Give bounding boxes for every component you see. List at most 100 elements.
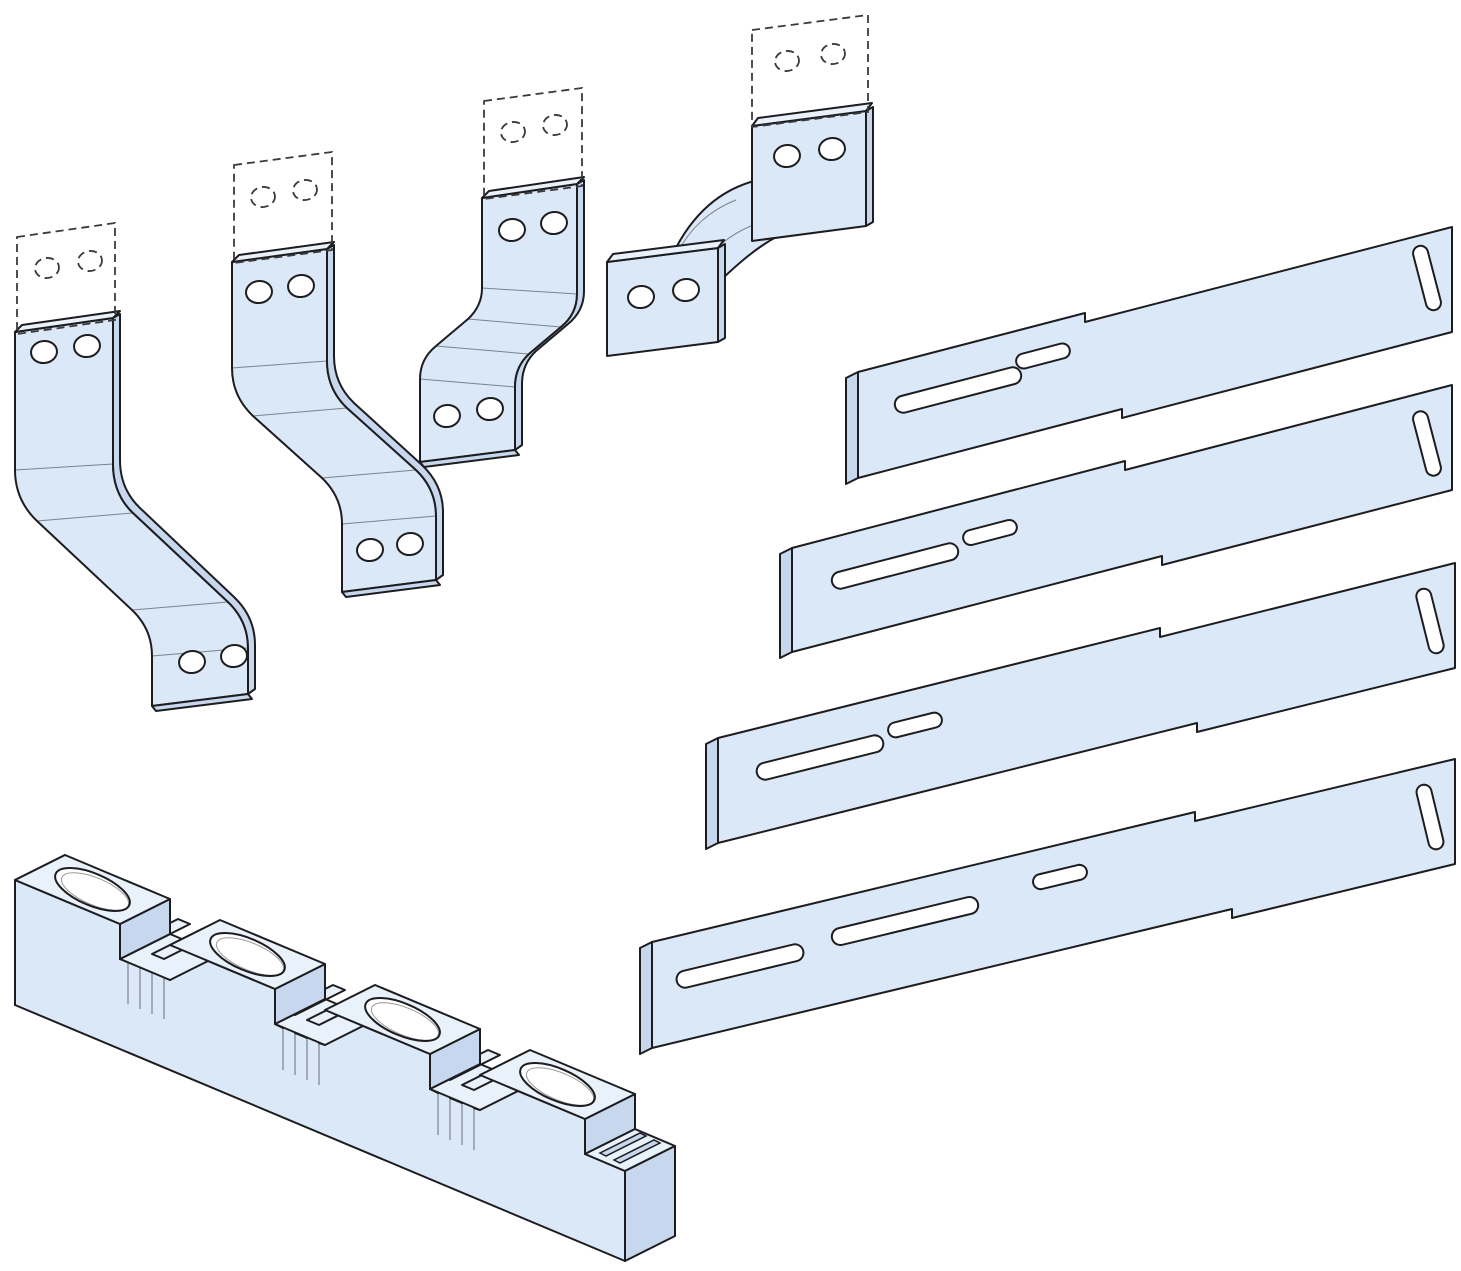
connector-side-face — [514, 179, 585, 451]
connector-face — [751, 110, 867, 242]
bar-small-slot — [1032, 863, 1088, 891]
adapter-bar-3 — [705, 562, 1456, 850]
comb-tail-slot — [598, 1132, 648, 1157]
bar-end-slot — [1415, 783, 1445, 851]
crease-line — [419, 378, 516, 388]
bar-end-face — [705, 737, 719, 850]
connector-side-face — [112, 313, 256, 695]
bolt-hole — [818, 136, 846, 162]
bent-connector-1 — [14, 310, 256, 712]
bar-face — [857, 226, 1453, 479]
bolt-hole — [356, 537, 384, 563]
bolt-hole — [773, 143, 801, 169]
phantom-hole — [34, 257, 60, 279]
foot-bottom-face — [341, 579, 441, 598]
bar-face — [717, 562, 1456, 844]
bar-end-slot — [1415, 587, 1445, 655]
bent-connector-2 — [231, 241, 444, 598]
bent-connector-3 — [419, 176, 585, 468]
crease-line — [435, 345, 530, 355]
crease-line — [14, 463, 114, 471]
phantom-hole — [500, 121, 526, 143]
bolt-hole — [396, 531, 424, 557]
comb-hole — [54, 867, 131, 912]
bolt-hole — [287, 273, 315, 299]
crease-line — [231, 360, 328, 369]
comb-hole-inner — [370, 1002, 440, 1041]
bolt-hole — [433, 403, 461, 429]
adapter-bar-4 — [639, 758, 1456, 1055]
phantom-outline — [233, 150, 333, 265]
bar-end-face — [639, 941, 653, 1055]
bar-long-slot — [675, 943, 805, 989]
bolt-hole — [627, 284, 655, 310]
comb-tail-slot — [612, 1139, 662, 1164]
phantom-outline — [751, 13, 869, 129]
bolt-hole — [220, 643, 248, 669]
bar-face — [651, 758, 1456, 1049]
comb-hole — [519, 1062, 596, 1107]
bent-connector-4 — [606, 102, 874, 357]
bar-long-slot — [830, 895, 980, 947]
busbar-support-comb — [14, 854, 676, 1262]
phantom-position-outline-3 — [483, 86, 583, 201]
phantom-hole — [542, 114, 568, 136]
comb-hole-inner — [215, 937, 285, 976]
comb-right-end-face — [624, 1145, 676, 1262]
phantom-position-outline-2 — [233, 150, 333, 265]
bar-end-face — [779, 547, 793, 659]
bar-long-slot — [755, 734, 885, 781]
crease-line — [131, 601, 229, 611]
crease-line — [321, 469, 417, 479]
bolt-hole — [30, 339, 58, 365]
phantom-outline — [483, 86, 583, 201]
comb-hole-inner — [60, 872, 130, 911]
connector-side-face — [326, 244, 444, 581]
comb-hole — [364, 997, 441, 1042]
connector-top-face — [231, 241, 335, 263]
phantom-hole — [292, 179, 318, 201]
crease-line — [252, 407, 348, 417]
phantom-position-outline-1 — [16, 221, 116, 336]
connector-top-face — [606, 239, 725, 263]
foot-bottom-face — [151, 693, 253, 712]
bolt-hole — [540, 210, 568, 236]
adapter-bar-1 — [845, 226, 1453, 485]
bar-long-slot — [893, 366, 1023, 414]
foot-bottom-face — [419, 449, 520, 468]
phantom-hole — [820, 43, 846, 65]
crease-line — [341, 515, 437, 525]
phantom-outline — [16, 221, 116, 336]
connector-top-face — [481, 176, 585, 199]
bar-small-slot — [887, 711, 943, 739]
bar-face — [791, 384, 1453, 653]
phantom-hole — [250, 186, 276, 208]
connector-top-face — [14, 310, 121, 333]
phantom-position-outline-4 — [751, 13, 869, 129]
phantom-hole — [774, 50, 800, 72]
connector-face — [606, 247, 719, 357]
bar-small-slot — [962, 518, 1018, 547]
bar-end-slot — [1412, 410, 1442, 477]
bar-small-slot — [1015, 342, 1071, 370]
connector-top-face — [751, 102, 873, 127]
bar-end-face — [845, 371, 859, 485]
crease-line — [467, 318, 562, 328]
bolt-hole — [245, 279, 273, 305]
comb-hole — [209, 932, 286, 977]
bolt-hole — [672, 277, 700, 303]
phantom-hole — [77, 250, 103, 272]
bolt-hole — [476, 396, 504, 422]
crease-line — [36, 512, 134, 522]
bolt-hole — [498, 217, 526, 243]
comb-hole-inner — [525, 1067, 595, 1106]
bar-end-slot — [1412, 244, 1442, 312]
bolt-hole — [73, 333, 101, 359]
crease-line — [481, 287, 578, 295]
bolt-hole — [178, 649, 206, 675]
connector-side-face — [865, 106, 874, 227]
adapter-bar-2 — [779, 384, 1453, 659]
connector-side-face — [717, 243, 726, 343]
